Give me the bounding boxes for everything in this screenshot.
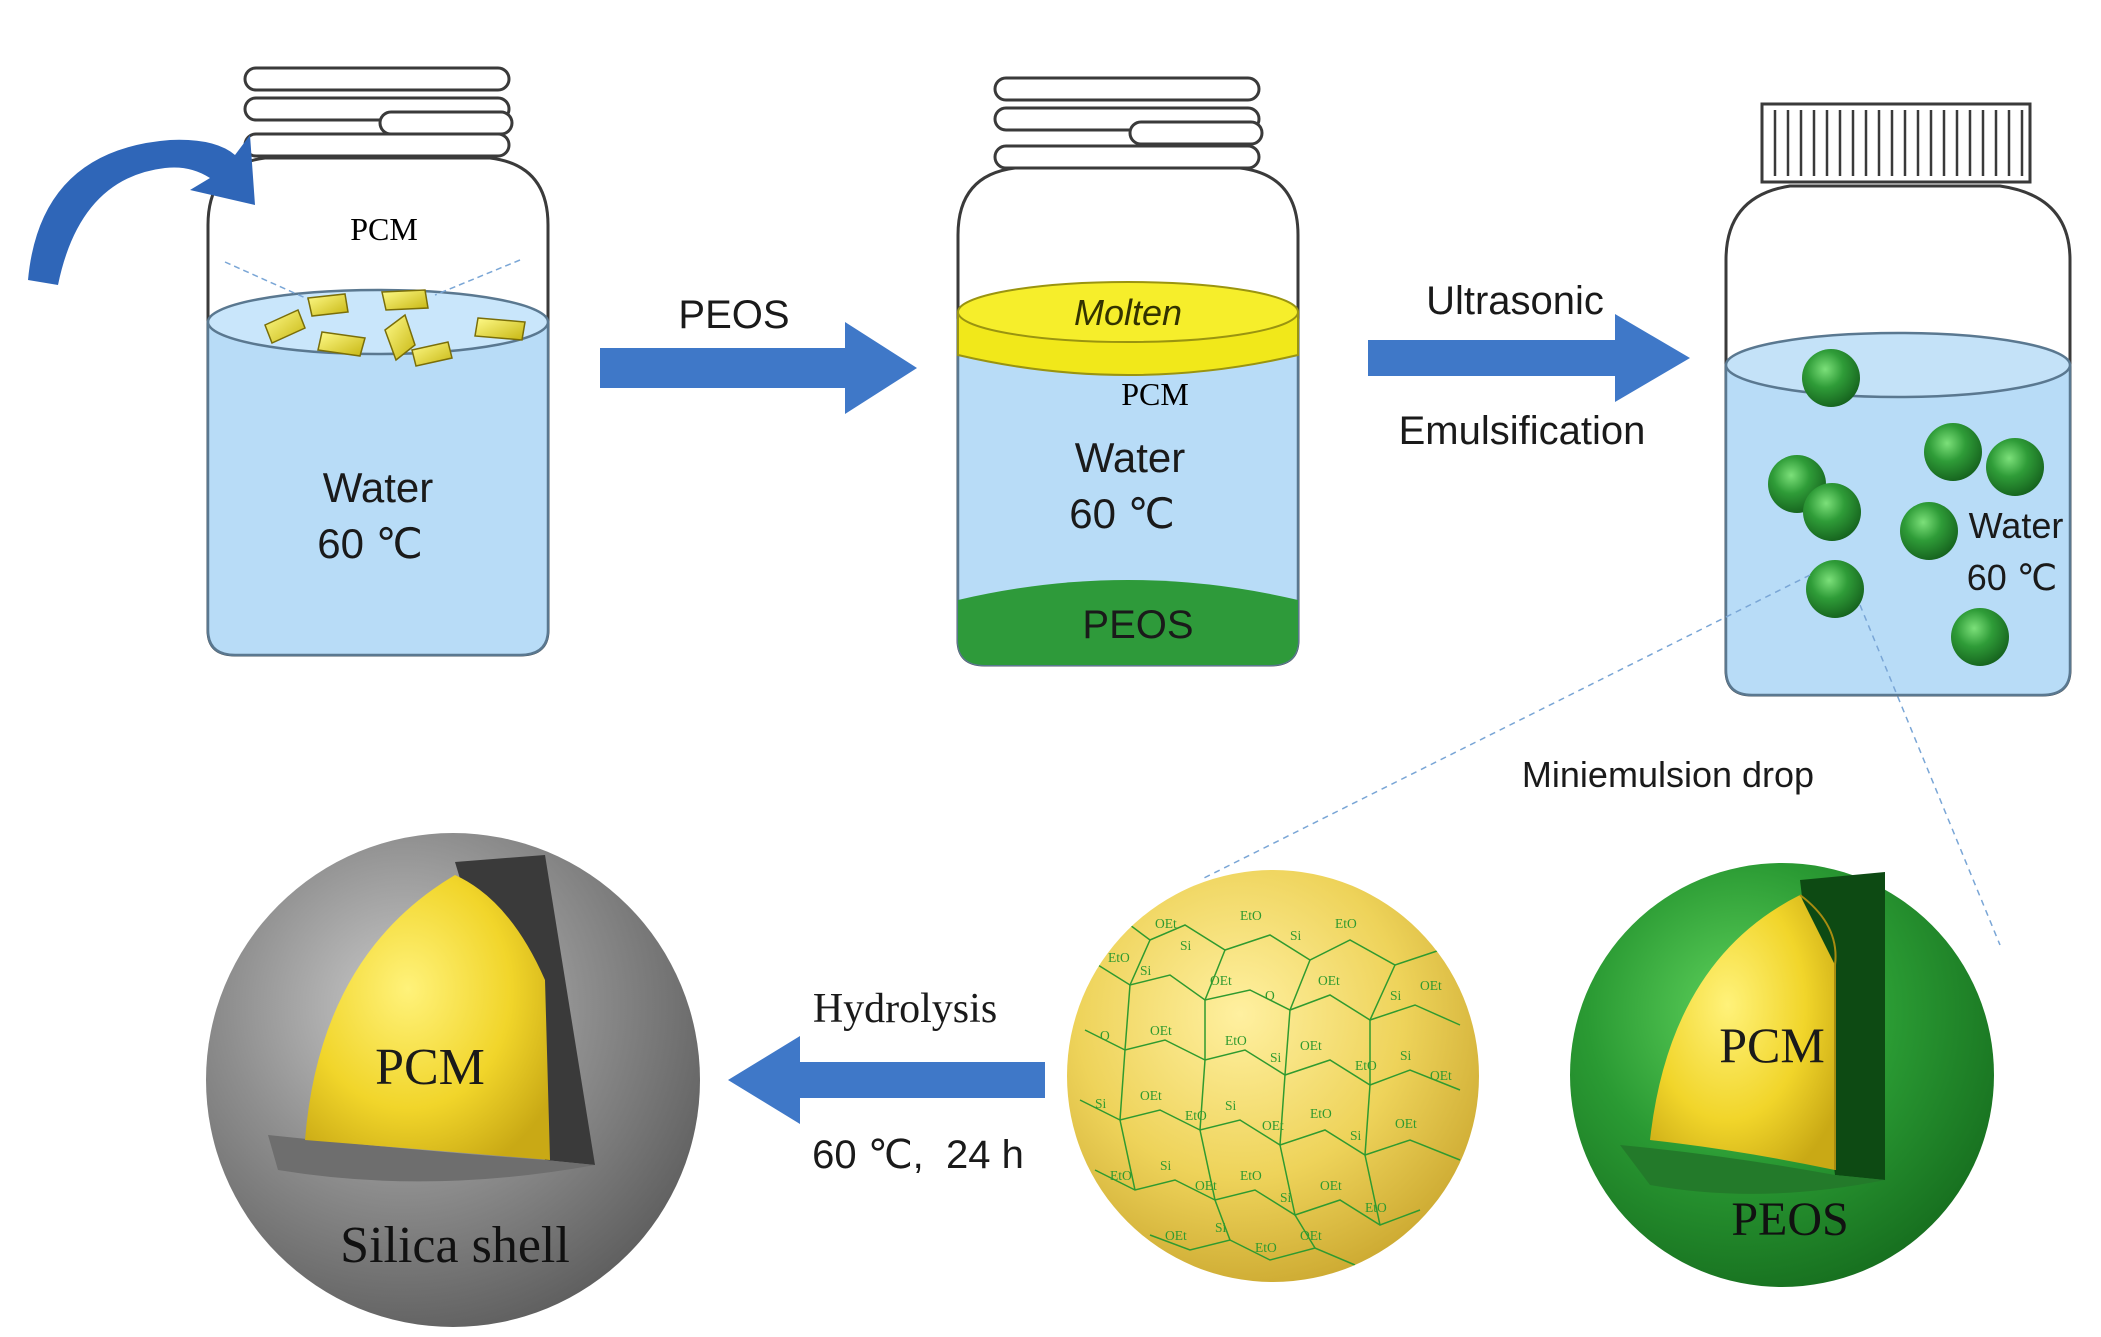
svg-text:OEt: OEt [1165,1228,1187,1243]
pcm-flakes [264,289,526,367]
green-sphere-core-label: PCM [1719,1017,1825,1073]
svg-text:Si: Si [1290,928,1302,943]
arrow-peos-label: PEOS [678,293,789,337]
svg-text:OEt: OEt [1318,973,1340,988]
svg-text:EtO: EtO [1185,1108,1207,1123]
arrow-hydrolysis: Hydrolysis 60 ℃, 24 h [728,986,1045,1177]
arrow-left-icon [728,1036,1045,1124]
green-sphere-core [1650,895,1835,1170]
svg-text:EtO: EtO [1240,1168,1262,1183]
svg-text:Si: Si [1400,1048,1412,1063]
svg-text:OEt: OEt [1155,916,1177,931]
peos-droplet-cutaway: PCM PEOS [1570,863,1994,1287]
jar-2-lid [993,76,1264,170]
svg-text:EtO: EtO [1335,916,1357,931]
jar-3-cap [1760,102,2032,184]
svg-text:Si: Si [1270,1050,1282,1065]
jar-3-temp-label: 60 ℃ [1967,557,2057,598]
gray-sphere-core [305,875,550,1160]
gray-sphere-core-label: PCM [375,1039,485,1096]
svg-text:OEt: OEt [1150,1023,1172,1038]
svg-text:OEt: OEt [1300,1228,1322,1243]
svg-text:OEt: OEt [1320,1178,1342,1193]
jar-1-water-label: Water [323,464,433,511]
jar-3: Water 60 ℃ [1724,102,2072,697]
svg-text:O: O [1100,1028,1110,1043]
jar-1-temp-label: 60 ℃ [317,520,423,567]
svg-text:Si: Si [1215,1220,1227,1235]
arrow-right-icon [1368,314,1690,402]
svg-text:Si: Si [1350,1128,1362,1143]
jar-1: PCM Water 60 ℃ [28,66,550,657]
jar-2-water-label: Water [1075,434,1185,481]
arrow-emulsification-label: Emulsification [1399,409,1646,453]
svg-text:Si: Si [1095,1096,1107,1111]
svg-text:Si: Si [1225,1098,1237,1113]
arrow-right-icon [600,322,917,414]
svg-text:Si: Si [1160,1158,1172,1173]
jar-2-peos-label: PEOS [1082,603,1193,647]
emulsion-droplets [1768,349,2044,666]
svg-text:Si: Si [1180,938,1192,953]
svg-text:EtO: EtO [1355,1058,1377,1073]
jar-3-cap-ribs [1773,110,2024,176]
gray-sphere-shell-label: Silica shell [340,1217,570,1274]
svg-text:OEt: OEt [1395,1116,1417,1131]
svg-text:OEt: OEt [1430,1068,1452,1083]
silica-capsule-cutaway: PCM Silica shell [206,833,700,1327]
peos-coated-droplet: OEt EtO Si EtO Si EtO Si OEt O OEt Si OE… [1067,870,1479,1282]
svg-text:OEt: OEt [1210,973,1232,988]
arrow-ultrasonic: Ultrasonic Emulsification [1368,279,1690,453]
svg-text:EtO: EtO [1240,908,1262,923]
svg-text:OEt: OEt [1140,1088,1162,1103]
svg-text:EtO: EtO [1110,1168,1132,1183]
svg-text:EtO: EtO [1108,950,1130,965]
jar-3-water-label: Water [1969,505,2064,546]
zoom-lines [1199,574,2001,946]
svg-text:OEt: OEt [1195,1178,1217,1193]
svg-text:Si: Si [1390,988,1402,1003]
green-sphere-shell-label: PEOS [1731,1193,1848,1246]
jar-2-molten-label: Molten [1074,292,1182,333]
svg-text:OEt: OEt [1300,1038,1322,1053]
peos-molecular-network: OEt EtO Si EtO Si EtO Si OEt O OEt Si OE… [1079,908,1461,1266]
jar-2-peos-layer [958,580,1298,665]
jar-2-temp-label: 60 ℃ [1069,490,1175,537]
arrow-conditions-label: 60 ℃, 24 h [812,1133,1024,1177]
svg-text:EtO: EtO [1255,1240,1277,1255]
jar-1-lid [243,66,514,158]
svg-text:EtO: EtO [1310,1106,1332,1121]
svg-text:Si: Si [1140,963,1152,978]
svg-text:O: O [1265,988,1275,1003]
jar-2-pcm-label: PCM [1121,376,1189,412]
arrow-ultrasonic-label: Ultrasonic [1426,279,1604,323]
miniemulsion-drop-label: Miniemulsion drop [1522,754,1814,795]
svg-text:Si: Si [1280,1190,1292,1205]
svg-text:OEt: OEt [1420,978,1442,993]
svg-text:EtO: EtO [1225,1033,1247,1048]
svg-text:EtO: EtO [1365,1200,1387,1215]
arrow-peos: PEOS [600,293,917,414]
curved-arrow-icon [28,135,255,285]
jar-1-water-surface [206,288,550,356]
svg-text:OEt: OEt [1262,1118,1284,1133]
arrow-hydrolysis-label: Hydrolysis [813,986,997,1032]
jar-2: Molten PCM Water 60 ℃ PEOS [956,76,1300,667]
jar-1-pcm-label: PCM [350,211,418,247]
